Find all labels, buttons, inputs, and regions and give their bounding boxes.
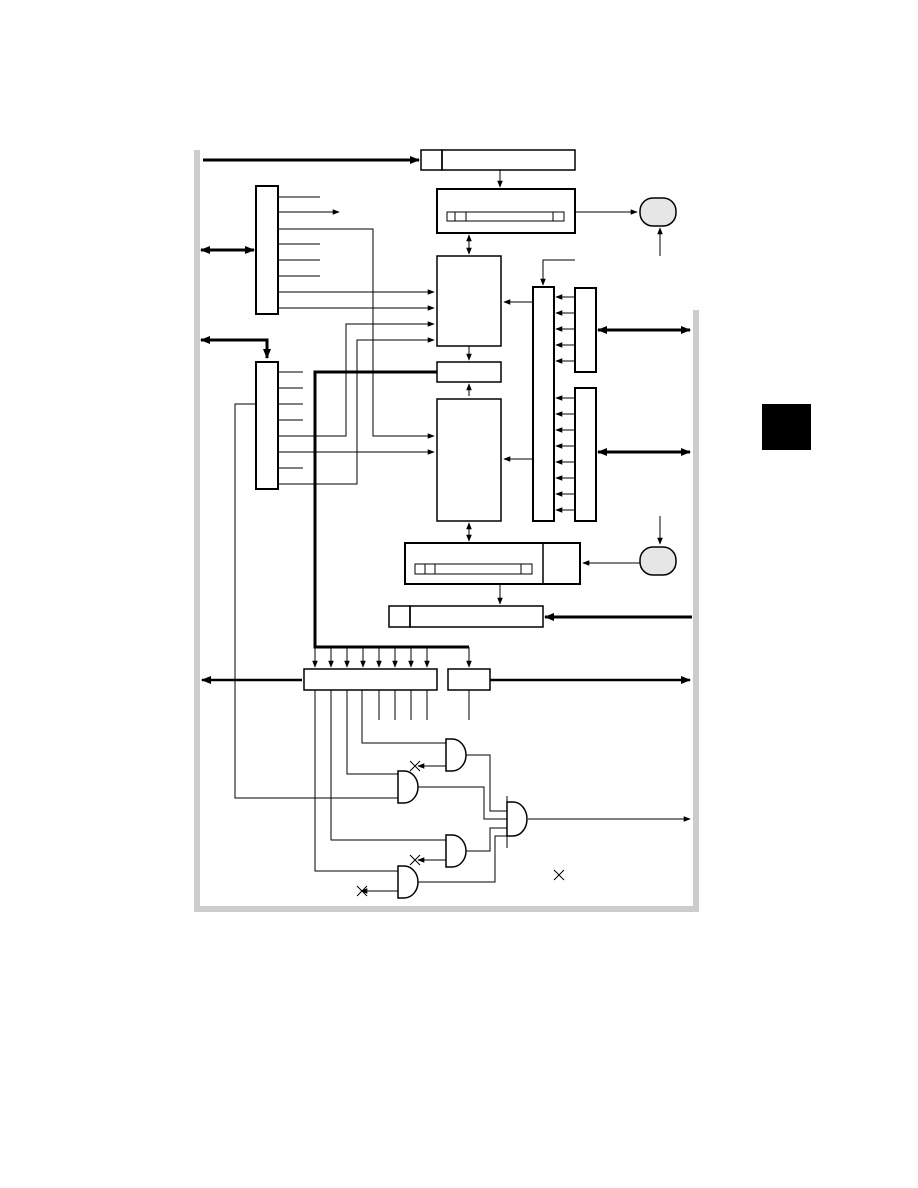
- x-mark: [409, 760, 421, 772]
- and-gate-1: [445, 738, 467, 772]
- top-register: [441, 149, 576, 171]
- legend-x-mark: [553, 869, 565, 881]
- internal-data-bus: [313, 370, 469, 649]
- lower-counter-bar: [414, 563, 533, 575]
- left-register-2: [255, 361, 279, 490]
- x-mark: [409, 854, 421, 866]
- top-register-flag: [420, 149, 443, 171]
- left-bus-2: [200, 336, 271, 359]
- right-control-input: [540, 259, 575, 286]
- lower-control-logic: [436, 398, 502, 522]
- upper-counter-bar: [446, 211, 565, 222]
- port-buffer-lower: [574, 387, 597, 522]
- and-gate-4: [397, 865, 419, 899]
- or-gate: [506, 801, 528, 837]
- lower-counter: [404, 542, 581, 585]
- output-latch-small: [447, 668, 491, 691]
- left-register-2-to-gate: [234, 403, 398, 799]
- upper-control-logic: [436, 255, 502, 347]
- middle-register: [436, 361, 502, 383]
- upper-counter: [436, 188, 576, 234]
- and-gate-2: [397, 770, 419, 804]
- left-register-1: [255, 185, 279, 315]
- upper-oscillator: [639, 197, 677, 227]
- and-gate-3: [445, 834, 467, 868]
- x-mark: [356, 885, 368, 897]
- right-bus-register: [532, 286, 555, 522]
- lower-oscillator: [639, 546, 677, 576]
- lower-register: [409, 605, 544, 628]
- output-latch: [303, 668, 438, 691]
- chapter-tab-marker: [762, 404, 811, 450]
- port-buffer-upper: [574, 287, 597, 373]
- lower-register-flag: [388, 605, 411, 628]
- module-frame: [194, 150, 699, 912]
